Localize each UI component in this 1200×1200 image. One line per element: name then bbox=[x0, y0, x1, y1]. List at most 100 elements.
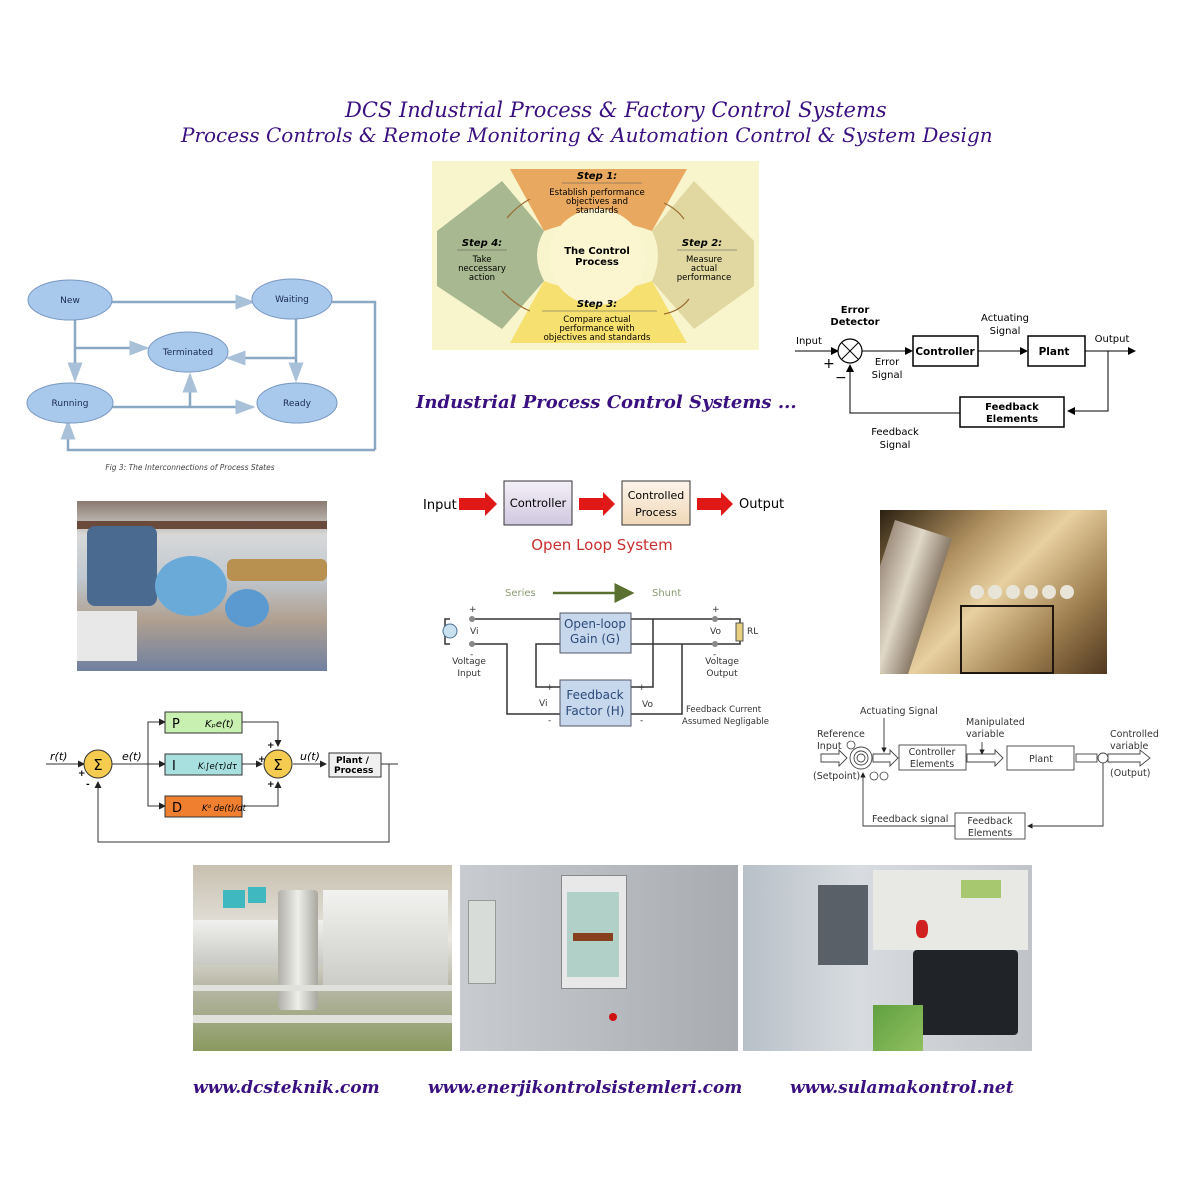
photo-valve-actuator bbox=[77, 501, 327, 671]
summing-junction-icon bbox=[263, 749, 293, 779]
d-block bbox=[164, 795, 243, 818]
controller-elements-box bbox=[898, 744, 967, 771]
feedback-note-line2: Assumed Negligable bbox=[682, 717, 769, 727]
plant-process-line2: Process bbox=[334, 766, 373, 776]
actuating-signal-line1: Actuating bbox=[981, 313, 1029, 324]
feedback-signal-label: Feedback signal bbox=[872, 814, 948, 825]
voltage-output-line1: Voltage bbox=[705, 657, 739, 667]
svg-text:-: - bbox=[470, 650, 473, 660]
feedback-elements-line2: Elements bbox=[986, 414, 1038, 425]
controller-elements-line1: Controller bbox=[909, 747, 956, 758]
open-loop-caption: Open Loop System bbox=[531, 536, 673, 554]
actuating-signal-line2: Signal bbox=[990, 326, 1021, 337]
footer-link-enerjikontrol[interactable]: www.enerjikontrolsistemleri.com bbox=[428, 1078, 743, 1098]
generic-control-loop-diagram: Actuating Signal Reference Input (Setpoi… bbox=[810, 700, 1170, 845]
plant-process-block bbox=[328, 752, 382, 778]
arrow-icon bbox=[459, 492, 497, 516]
step4-line1: Take bbox=[472, 255, 492, 265]
svg-text:-: - bbox=[640, 716, 643, 726]
control-process-wheel: The Control Process Step 1: Establish pe… bbox=[432, 161, 759, 350]
state-ready bbox=[256, 382, 338, 424]
reference-input-line1: Reference bbox=[817, 729, 865, 740]
page-subtitle: Process Controls & Remote Monitoring & A… bbox=[181, 123, 993, 147]
plant-box bbox=[1006, 745, 1075, 771]
feedback-signal-line1: Feedback bbox=[871, 427, 919, 438]
footer-link-dcsteknik[interactable]: www.dcsteknik.com bbox=[193, 1078, 380, 1098]
error-detector-line1: Error bbox=[841, 305, 870, 316]
state-new bbox=[27, 279, 113, 321]
center-label-line2: Process bbox=[575, 257, 619, 268]
u-t-label: u(t) bbox=[300, 750, 320, 763]
step4-line3: action bbox=[469, 273, 495, 283]
error-signal-line1: Error bbox=[875, 357, 900, 368]
center-label-line1: The Control bbox=[564, 246, 630, 257]
plus-sign: + bbox=[823, 356, 835, 372]
svg-text:-: - bbox=[548, 716, 551, 726]
summing-junction-icon bbox=[83, 749, 113, 779]
plant-process-line1: Plant / bbox=[336, 756, 370, 766]
svg-text:+: + bbox=[78, 769, 86, 779]
step3-line1: Compare actual bbox=[563, 315, 630, 325]
p-label: P bbox=[172, 717, 180, 732]
plant-label: Plant bbox=[1029, 754, 1053, 765]
manipulated-variable-line1: Manipulated bbox=[966, 717, 1025, 728]
svg-text:Vi: Vi bbox=[539, 699, 547, 709]
manipulated-variable-line2: variable bbox=[966, 729, 1004, 740]
svg-text:+: + bbox=[469, 605, 477, 615]
feedback-elements-box bbox=[954, 812, 1026, 840]
vo-output-label: Vo bbox=[710, 627, 721, 637]
controlled-process-line2: Process bbox=[635, 506, 677, 519]
i-block bbox=[164, 753, 243, 776]
svg-text:Vo: Vo bbox=[642, 700, 653, 710]
step2-line2: actual bbox=[691, 264, 717, 274]
state-terminated bbox=[147, 331, 229, 373]
plant-label: Plant bbox=[1039, 346, 1070, 358]
closed-loop-diagram: Error Detector Input + − Error Signal Co… bbox=[790, 300, 1140, 455]
summing-junction-icon bbox=[837, 338, 863, 364]
feedback-elements-line2: Elements bbox=[968, 828, 1012, 839]
open-loop-gain-line1: Open-loop bbox=[564, 617, 626, 631]
svg-text:+: + bbox=[267, 741, 275, 751]
d-label: D bbox=[172, 801, 182, 816]
section-title: Industrial Process Control Systems ... bbox=[416, 392, 797, 413]
svg-text:+: + bbox=[638, 683, 646, 693]
open-loop-controller-box bbox=[503, 480, 573, 526]
open-loop-output-label: Output bbox=[739, 497, 784, 512]
i-label: I bbox=[172, 759, 176, 774]
feedback-note-line1: Feedback Current bbox=[686, 705, 762, 715]
plant-box bbox=[1027, 335, 1086, 367]
controlled-variable-line1: Controlled bbox=[1110, 729, 1159, 740]
step1-line3: standards bbox=[576, 206, 619, 216]
controller-label: Controller bbox=[915, 346, 975, 358]
step4-segment bbox=[437, 181, 544, 329]
open-loop-gain-box bbox=[559, 612, 632, 654]
state-running-label: Running bbox=[52, 399, 89, 409]
open-loop-controller-label: Controller bbox=[510, 496, 567, 510]
footer-link-sulamakontrol[interactable]: www.sulamakontrol.net bbox=[790, 1078, 1014, 1098]
state-ready-label: Ready bbox=[283, 399, 312, 409]
voltage-input-line1: Voltage bbox=[452, 657, 486, 667]
step1-line1: Establish performance bbox=[549, 188, 644, 198]
step2-line1: Measure bbox=[686, 255, 722, 265]
open-loop-diagram: Input Controller Controlled Process Outp… bbox=[415, 470, 795, 560]
controller-elements-line2: Elements bbox=[910, 759, 954, 770]
ac-source-icon bbox=[442, 623, 458, 639]
photo-hmi-panel bbox=[460, 865, 738, 1051]
feedback-elements-line1: Feedback bbox=[985, 402, 1039, 413]
voltage-output-line2: Output bbox=[706, 669, 738, 679]
state-new-label: New bbox=[60, 296, 80, 306]
step1-line2: objectives and bbox=[566, 197, 628, 207]
step1-segment bbox=[510, 169, 687, 231]
rl-label: RL bbox=[747, 627, 758, 637]
step2-line3: performance bbox=[677, 273, 731, 283]
i-expression: Kᵢ∫e(τ)dτ bbox=[198, 762, 238, 772]
e-t-label: e(t) bbox=[122, 750, 142, 763]
photo-plant-pipes bbox=[880, 510, 1107, 674]
center-circle bbox=[549, 209, 645, 305]
step2-segment bbox=[652, 181, 754, 329]
process-states-diagram: New Waiting Terminated Running Ready Fig… bbox=[20, 270, 390, 480]
arrow-icon bbox=[579, 492, 615, 516]
cycle-arrows bbox=[501, 198, 690, 315]
controlled-process-line1: Controlled bbox=[628, 489, 685, 502]
reference-input-line2: Input bbox=[817, 741, 842, 752]
